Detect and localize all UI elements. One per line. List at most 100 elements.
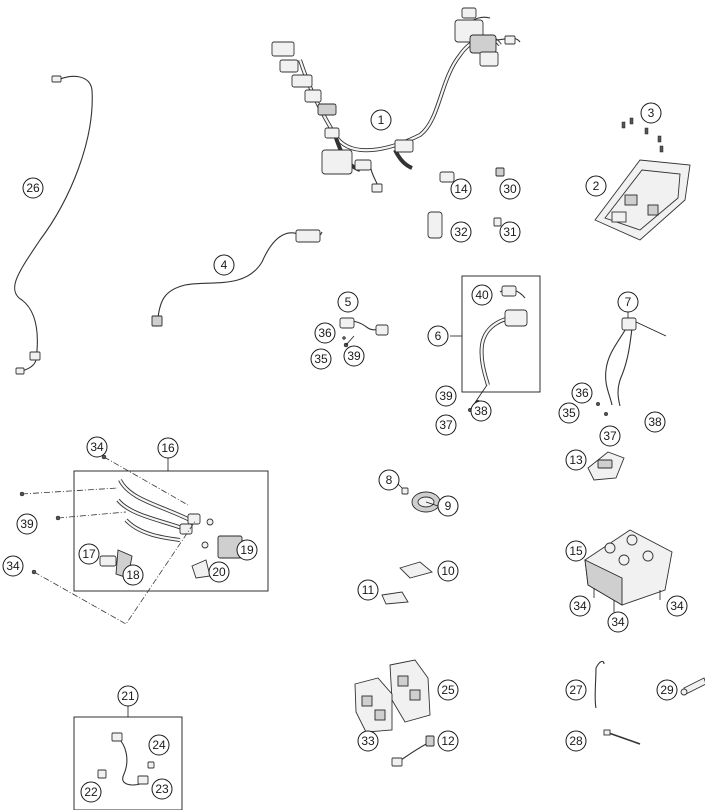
svg-text:9: 9 bbox=[445, 499, 452, 513]
callout-34-d: 34 bbox=[607, 611, 629, 633]
svg-text:10: 10 bbox=[441, 564, 455, 578]
tool-27 bbox=[594, 660, 605, 709]
callout-28: 28 bbox=[565, 730, 587, 752]
dash-lines-16 bbox=[21, 456, 197, 625]
callout-39-a: 39 bbox=[343, 345, 365, 367]
callout-33: 33 bbox=[357, 730, 379, 752]
callout-27: 27 bbox=[565, 679, 587, 701]
tool-29 bbox=[680, 677, 705, 696]
callout-35-b: 35 bbox=[558, 402, 580, 424]
callout-37-a: 37 bbox=[435, 414, 457, 436]
screws-3 bbox=[621, 117, 664, 153]
callout-34-a: 34 bbox=[86, 436, 108, 458]
callout-30: 30 bbox=[499, 178, 521, 200]
cable-21 bbox=[97, 732, 155, 786]
svg-text:20: 20 bbox=[212, 565, 226, 579]
svg-text:32: 32 bbox=[454, 225, 468, 239]
callout-38-a: 38 bbox=[470, 400, 492, 422]
svg-text:38: 38 bbox=[648, 415, 662, 429]
main-wiring-harness bbox=[271, 7, 521, 193]
svg-text:24: 24 bbox=[152, 738, 166, 752]
svg-text:36: 36 bbox=[318, 326, 332, 340]
svg-text:35: 35 bbox=[314, 352, 328, 366]
callout-13: 13 bbox=[565, 449, 587, 471]
battery-tray-2 bbox=[594, 159, 691, 241]
callout-12: 12 bbox=[437, 730, 459, 752]
callout-34-c: 34 bbox=[569, 595, 591, 617]
svg-text:5: 5 bbox=[345, 295, 352, 309]
callout-7: 7 bbox=[617, 291, 639, 313]
svg-text:16: 16 bbox=[161, 441, 175, 455]
cable-5 bbox=[339, 317, 389, 348]
callout-16: 16 bbox=[157, 437, 179, 459]
callout-9: 9 bbox=[437, 495, 459, 517]
callout-2: 2 bbox=[585, 175, 607, 197]
callout-8: 8 bbox=[378, 469, 400, 491]
callout-31: 31 bbox=[499, 221, 521, 243]
callout-15: 15 bbox=[565, 540, 587, 562]
svg-text:34: 34 bbox=[6, 559, 20, 573]
svg-text:12: 12 bbox=[441, 734, 455, 748]
svg-text:29: 29 bbox=[660, 683, 674, 697]
callout-32: 32 bbox=[450, 221, 472, 243]
svg-text:17: 17 bbox=[82, 547, 96, 561]
callout-29: 29 bbox=[656, 679, 678, 701]
svg-text:26: 26 bbox=[26, 181, 40, 195]
svg-text:34: 34 bbox=[611, 615, 625, 629]
svg-text:6: 6 bbox=[435, 329, 442, 343]
svg-text:22: 22 bbox=[84, 785, 98, 799]
callout-39-b: 39 bbox=[435, 385, 457, 407]
svg-text:30: 30 bbox=[503, 182, 517, 196]
callout-3: 3 bbox=[640, 102, 662, 124]
controller-15 bbox=[584, 529, 673, 612]
svg-text:11: 11 bbox=[362, 583, 375, 597]
svg-text:1: 1 bbox=[378, 113, 385, 127]
cable-4 bbox=[151, 229, 323, 327]
callout-38-b: 38 bbox=[644, 411, 666, 433]
svg-text:33: 33 bbox=[361, 734, 375, 748]
callout-1: 1 bbox=[370, 109, 392, 131]
svg-text:31: 31 bbox=[503, 225, 517, 239]
parts-14-30-31-32 bbox=[427, 167, 505, 239]
callout-11: 11 bbox=[357, 579, 379, 601]
svg-text:21: 21 bbox=[121, 689, 135, 703]
svg-text:25: 25 bbox=[441, 683, 455, 697]
svg-text:34: 34 bbox=[90, 440, 104, 454]
svg-text:8: 8 bbox=[386, 473, 393, 487]
callout-40: 40 bbox=[471, 284, 493, 306]
callout-18: 18 bbox=[122, 564, 144, 586]
svg-text:18: 18 bbox=[126, 568, 140, 582]
callout-23: 23 bbox=[151, 778, 173, 800]
callout-34-b: 34 bbox=[2, 555, 24, 577]
callout-24: 24 bbox=[148, 734, 170, 756]
svg-text:39: 39 bbox=[439, 389, 453, 403]
callout-20: 20 bbox=[208, 561, 230, 583]
svg-text:36: 36 bbox=[575, 386, 589, 400]
callout-36-a: 36 bbox=[314, 322, 336, 344]
leader-lines bbox=[127, 312, 629, 717]
callout-5: 5 bbox=[337, 291, 359, 313]
callout-19: 19 bbox=[236, 539, 258, 561]
svg-text:37: 37 bbox=[603, 429, 617, 443]
svg-text:35: 35 bbox=[562, 406, 576, 420]
parts-10-11 bbox=[381, 561, 433, 605]
svg-text:14: 14 bbox=[454, 182, 468, 196]
svg-text:34: 34 bbox=[573, 599, 587, 613]
svg-text:39: 39 bbox=[347, 349, 361, 363]
part-13 bbox=[587, 451, 625, 481]
sensor-cable-26 bbox=[14, 75, 93, 375]
callout-17: 17 bbox=[78, 543, 100, 565]
svg-text:4: 4 bbox=[221, 258, 228, 272]
parts-8-9 bbox=[401, 487, 441, 513]
bracket-25 bbox=[389, 659, 431, 723]
svg-text:19: 19 bbox=[240, 543, 254, 557]
svg-text:2: 2 bbox=[593, 179, 600, 193]
callout-6: 6 bbox=[427, 325, 449, 347]
callout-4: 4 bbox=[213, 254, 235, 276]
bracket-33 bbox=[354, 677, 393, 733]
tool-28 bbox=[603, 729, 641, 745]
group-box-6 bbox=[461, 275, 541, 393]
cable-12 bbox=[391, 735, 435, 767]
callout-10: 10 bbox=[437, 560, 459, 582]
